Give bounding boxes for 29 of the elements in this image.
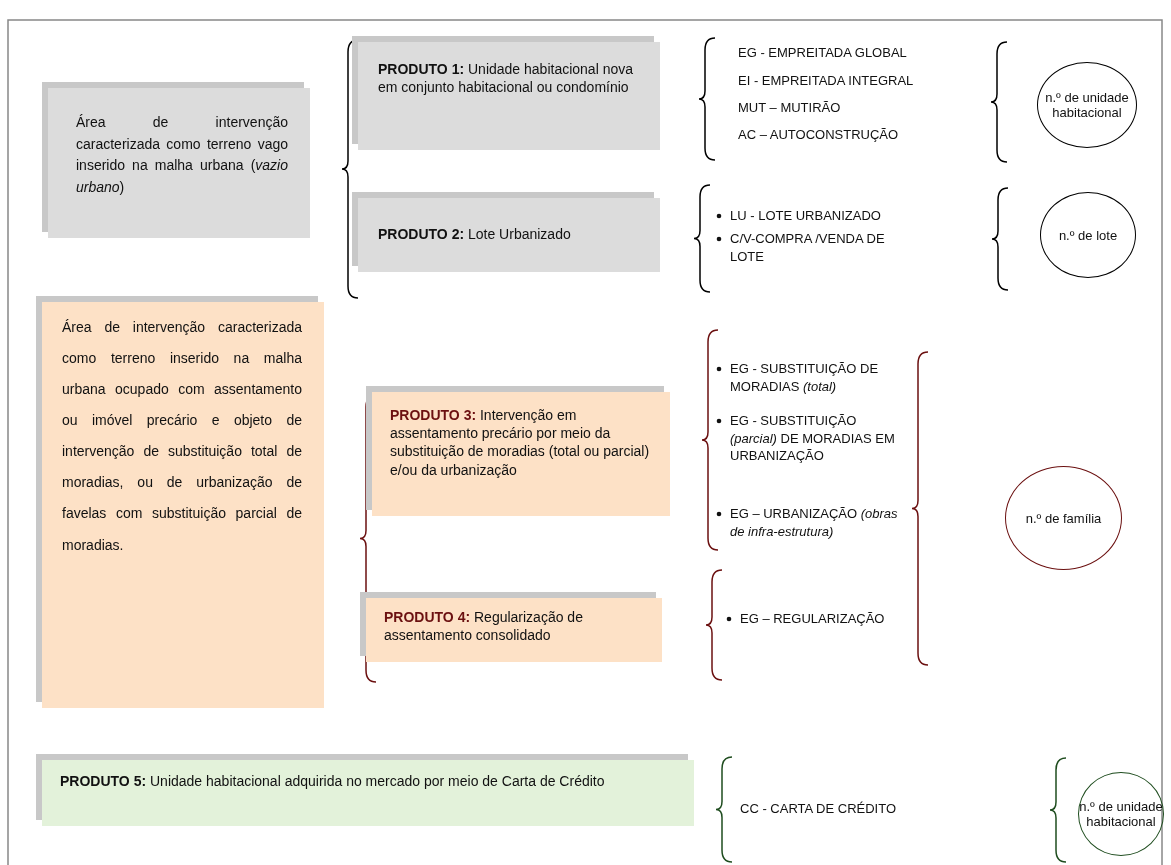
product-box xyxy=(366,598,662,662)
oval-label: n.º de família xyxy=(1025,510,1102,526)
area-box xyxy=(48,88,310,238)
oval-label: n.º de unidade habitacional xyxy=(1044,90,1130,120)
list-text: EI - EMPREITADA INTEGRAL xyxy=(738,72,915,90)
list-item: EG – URBANIZAÇÃO (obras de infra-estrutura) xyxy=(730,505,899,541)
product-box xyxy=(42,760,694,826)
product-text: PRODUTO 2: Lote Urbanizado xyxy=(378,225,572,244)
product-text: PRODUTO 5: Unidade habitacional adquirida no mercado por meio de Carta de Crédito xyxy=(60,772,606,791)
oval-label: n.º de unidade habitacional xyxy=(1079,799,1163,829)
list-item: LU - LOTE URBANIZADO xyxy=(730,207,882,225)
list-item: EG - SUBSTITUIÇÃO (parcial) DE MORADIAS EM URBANIZAÇÃO xyxy=(730,412,896,465)
description-text: Área de intervenção caracterizada como terreno vago inserido na malha urbana (vazio urbano) xyxy=(76,113,288,198)
list-text: EG - EMPREITADA GLOBAL xyxy=(738,44,908,62)
area-box xyxy=(42,302,324,708)
description-text: Área de intervenção caracterizada como terreno inserido na malha urbana ocupado com assentamento ou imóvel precário e objeto de intervenção de substituição total de moradias, ou de urbanização de favelas com substituição parcial de moradias. xyxy=(62,318,302,555)
oval-label: n.º de lote xyxy=(1058,227,1118,243)
product-text: PRODUTO 1: Unidade habitacional nova em conjunto habitacional ou condomínio xyxy=(378,60,634,97)
list-text: MUT – MUTIRÃO xyxy=(738,99,842,117)
list-item: EG – REGULARIZAÇÃO xyxy=(740,610,886,628)
product-text: PRODUTO 4: Regularização de assentamento consolidado xyxy=(384,608,584,645)
list-text: CC - CARTA DE CRÉDITO xyxy=(740,800,898,818)
list-item: C/V-COMPRA /VENDA DE LOTE xyxy=(730,230,886,266)
product-text: PRODUTO 3: Intervenção em assentamento precário por meio da substituição de moradias (total ou parcial) e/ou da urbanização xyxy=(390,406,651,479)
list-text: AC – AUTOCONSTRUÇÃO xyxy=(738,126,900,144)
product-box xyxy=(358,198,660,272)
product-box xyxy=(372,392,670,516)
product-box xyxy=(358,42,660,150)
list-item: EG - SUBSTITUIÇÃO DE MORADIAS (total) xyxy=(730,360,880,396)
